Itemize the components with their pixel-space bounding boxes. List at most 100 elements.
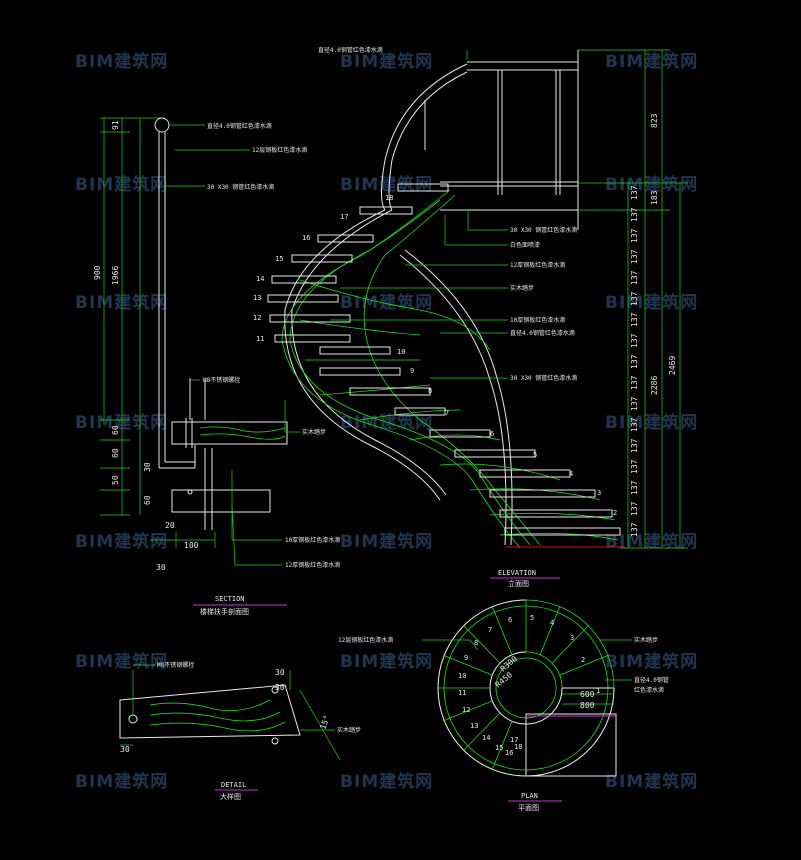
plan-step-number: 3 (570, 634, 574, 642)
riser-dim: 137 (630, 417, 639, 432)
plan-step-number: 17 (510, 736, 518, 744)
section-note: 12厚钢板红色漆水滴 (285, 561, 340, 569)
spiral-stringer (281, 189, 619, 549)
overall-dim: 2469 (668, 356, 677, 375)
plan-step-number: 16 (505, 749, 513, 757)
detail-note: M8不锈钢螺栓 (157, 661, 194, 669)
elevation-step-numbers: 2 3 4 5 6 7 8 9 10 11 12 13 14 15 16 17 … (253, 194, 617, 517)
plan-dim: 800 (580, 701, 595, 710)
step-number: 12 (253, 314, 261, 322)
elevation-view: 2 3 4 5 6 7 8 9 10 11 12 13 14 15 16 17 … (253, 46, 688, 588)
section-note: M8不锈钢螺栓 (203, 376, 240, 384)
step-number: 9 (410, 367, 414, 375)
elevation-note: 实木踏步 (510, 284, 534, 292)
plan-radius: R450 (494, 670, 515, 689)
elevation-treads (267, 183, 621, 536)
plan-step-number: 11 (458, 689, 466, 697)
plan-step-number: 18 (514, 743, 522, 751)
plan-step-numbers: 1 2 3 4 5 6 7 8 9 10 11 12 13 14 15 16 1… (458, 614, 600, 757)
detail-dim: 30 (120, 745, 130, 754)
watermark: BIM建筑网 (75, 174, 168, 195)
elevation-note: 12厚钢板红色漆水滴 (510, 261, 565, 269)
section-note: 直径4.0钢管红色漆水滴 (207, 122, 272, 130)
plan-note: 12层钢板红色漆水滴 (338, 636, 393, 644)
elevation-note: 直径4.0钢管红色漆水滴 (510, 329, 575, 337)
watermark: BIM建筑网 (75, 51, 168, 72)
riser-dim: 137 (630, 228, 639, 243)
watermark: BIM建筑网 (605, 51, 698, 72)
step-number: 11 (256, 335, 264, 343)
step-number: 7 (445, 409, 449, 417)
riser-dim: 137 (630, 501, 639, 516)
section-title: SECTION (215, 595, 245, 603)
elevation-subtitle: 立面图 (508, 579, 529, 588)
riser-dim: 137 (630, 522, 639, 537)
elevation-note: 30 X30 钢管红色漆水滴 (510, 374, 577, 382)
watermark: BIM建筑网 (340, 174, 433, 195)
elevation-title: ELEVATION (498, 569, 536, 577)
watermark: BIM建筑网 (605, 531, 698, 552)
section-dim: 900 (93, 265, 102, 280)
watermark: BIM建筑网 (340, 51, 433, 72)
step-number: 16 (302, 234, 310, 242)
plan-note: 实木踏步 (634, 636, 658, 644)
section-dim: 1966 (111, 266, 120, 285)
plan-step-number: 14 (482, 734, 490, 742)
riser-dim: 137 (630, 270, 639, 285)
riser-dim: 137 (630, 185, 639, 200)
watermark: BIM建筑网 (75, 531, 168, 552)
watermark: BIM建筑网 (340, 412, 433, 433)
step-number: 8 (428, 387, 432, 395)
plan-step-number: 1 (596, 687, 600, 695)
step-number: 15 (275, 255, 283, 263)
plan-step-number: 9 (464, 654, 468, 662)
step-number: 3 (597, 489, 601, 497)
section-dim: 100 (184, 541, 199, 550)
plan-step-number: 5 (530, 614, 534, 622)
riser-dim: 137 (630, 291, 639, 306)
watermark: BIM建筑网 (605, 292, 698, 313)
plan-dim: 600 (580, 690, 595, 699)
section-dim: 60 (111, 448, 120, 458)
plan-radius: R300 (499, 654, 520, 673)
overall-dim: 823 (650, 113, 659, 128)
section-view: 91 900 1966 60 60 50 60 30 20 100 (93, 117, 340, 616)
elevation-note: 10厚钢板红色漆水滴 (510, 316, 565, 324)
step-number: 6 (490, 430, 494, 438)
watermark: BIM建筑网 (75, 412, 168, 433)
watermark: BIM建筑网 (340, 651, 433, 672)
detail-title: DETAIL (221, 781, 246, 789)
plan-step-number: 13 (470, 722, 478, 730)
watermark: BIM建筑网 (340, 771, 433, 792)
watermark: BIM建筑网 (75, 292, 168, 313)
elevation-note: 30 X30 钢管红色漆水滴 (510, 226, 577, 234)
plan-title: PLAN (521, 792, 538, 800)
riser-dim: 137 (630, 396, 639, 411)
riser-dim: 137 (630, 333, 639, 348)
section-dim: 60 (111, 425, 120, 435)
riser-dim: 137 (630, 354, 639, 369)
step-number: 10 (397, 348, 405, 356)
plan-subtitle: 平面图 (518, 804, 539, 812)
section-subtitle: 楼梯扶手剖面图 (200, 607, 249, 616)
step-number: 13 (253, 294, 261, 302)
elevation-right-dims: 137 137 137 137 137 137 137 137 137 137 … (578, 49, 688, 549)
section-note: 30 X30 钢管红色漆水滴 (207, 183, 274, 191)
watermark: BIM建筑网 (605, 651, 698, 672)
watermark: BIM建筑网 (605, 771, 698, 792)
overall-dim: 183 (650, 190, 659, 205)
riser-dim: 137 (630, 207, 639, 222)
watermark: BIM建筑网 (75, 651, 168, 672)
elevation-note: 白色面喷漆 (510, 241, 540, 249)
section-dim: 30 (143, 462, 152, 472)
section-dim: 30 (156, 563, 166, 572)
section-dim: 50 (111, 475, 120, 485)
detail-dim: 15° (318, 714, 331, 731)
riser-dim: 137 (630, 438, 639, 453)
section-dim: 20 (165, 521, 175, 530)
plan-note: 直径4.0钢管 (634, 676, 669, 684)
riser-dim: 137 (630, 375, 639, 390)
riser-dim: 137 (630, 480, 639, 495)
step-number: 5 (533, 451, 537, 459)
section-note: 实木踏步 (302, 428, 326, 436)
